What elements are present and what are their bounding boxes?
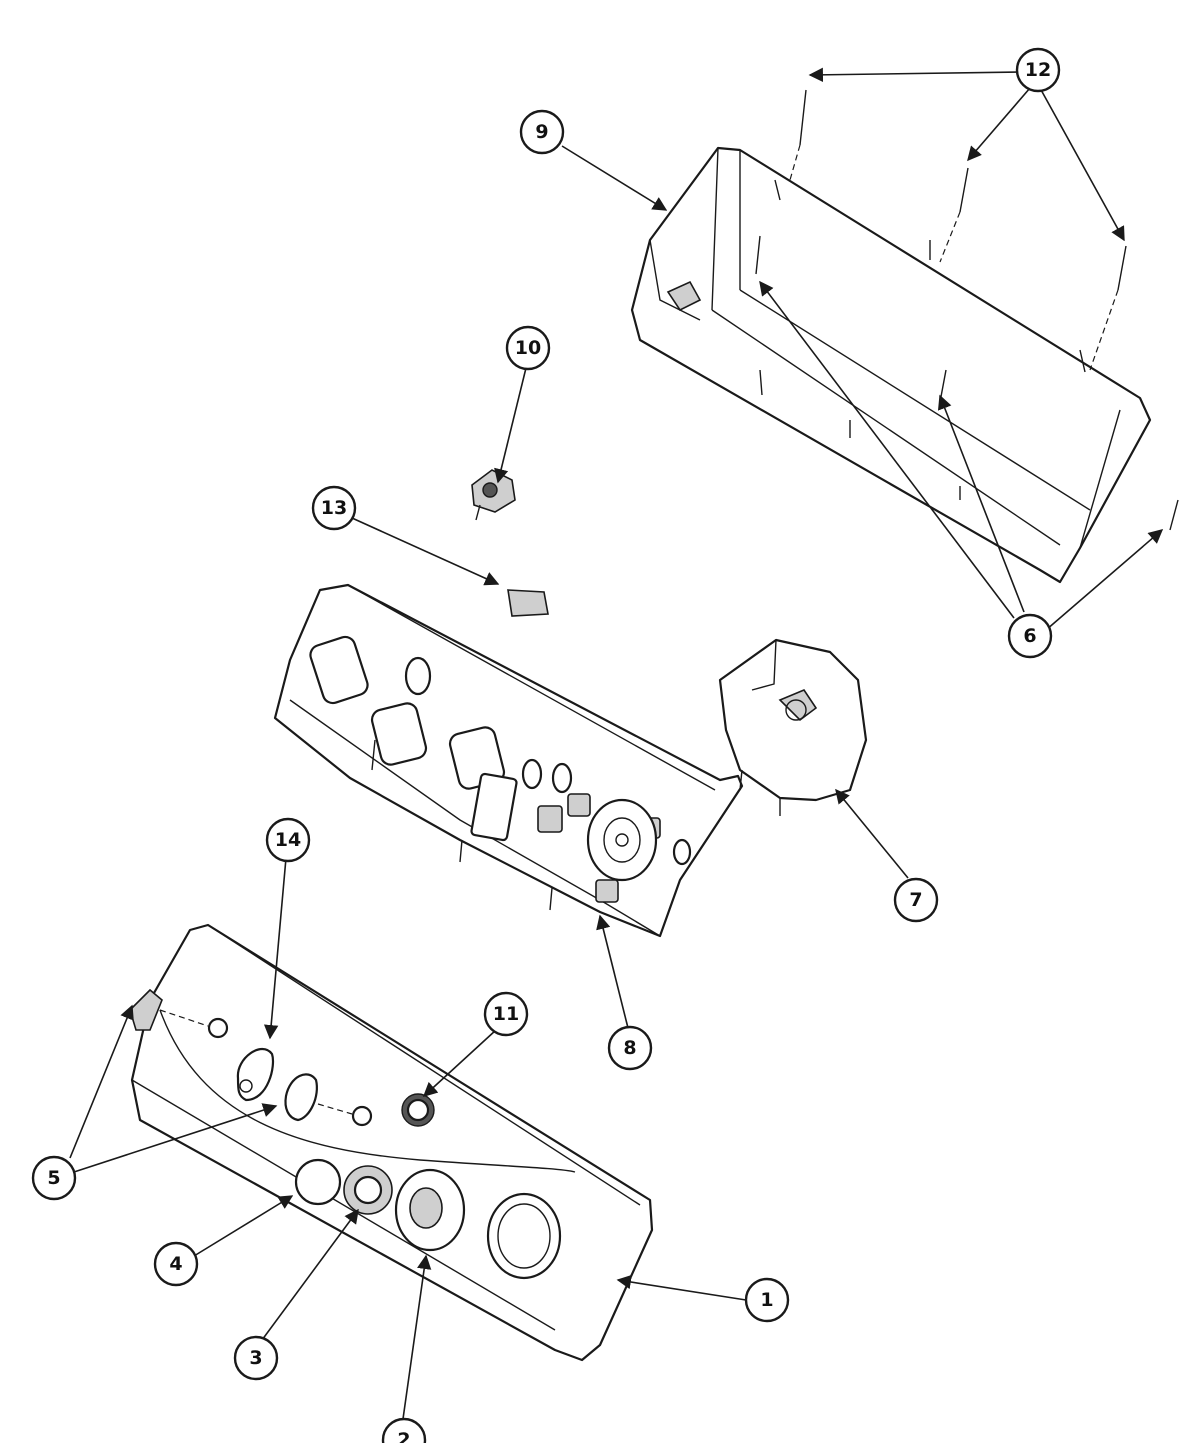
callout-8: 8 — [607, 1025, 653, 1071]
callout-3: 3 — [233, 1335, 279, 1381]
svg-text:1: 1 — [760, 1289, 773, 1311]
svg-text:8: 8 — [623, 1037, 636, 1059]
screws — [755, 89, 1179, 531]
rear-housing — [630, 146, 1152, 584]
svg-text:6: 6 — [1023, 625, 1036, 647]
callout-2: 2 — [381, 1417, 427, 1443]
callout-5: 5 — [31, 1155, 77, 1201]
callout-7: 7 — [893, 877, 939, 923]
harness-bracket — [718, 638, 868, 816]
svg-text:2: 2 — [397, 1429, 410, 1443]
svg-text:12: 12 — [1025, 59, 1051, 81]
svg-text:13: 13 — [321, 497, 347, 519]
callout-13: 13 — [311, 485, 357, 531]
callout-10: 10 — [505, 325, 551, 371]
svg-text:14: 14 — [275, 829, 301, 851]
svg-text:9: 9 — [535, 121, 548, 143]
callout-1: 1 — [744, 1277, 790, 1323]
svg-text:7: 7 — [909, 889, 922, 911]
switch-component — [471, 469, 516, 521]
console-panel — [129, 923, 654, 1362]
leader-lines — [69, 67, 1164, 1427]
svg-text:3: 3 — [249, 1347, 262, 1369]
svg-text:4: 4 — [169, 1253, 182, 1275]
clip-component — [507, 589, 549, 617]
svg-text:5: 5 — [47, 1167, 60, 1189]
callout-9: 9 — [519, 109, 565, 155]
callout-11: 11 — [483, 991, 529, 1037]
callout-4: 4 — [153, 1241, 199, 1287]
control-bracket — [273, 583, 744, 938]
callout-12: 12 — [1015, 47, 1061, 93]
svg-text:11: 11 — [493, 1003, 519, 1025]
svg-text:10: 10 — [515, 337, 541, 359]
callout-6: 6 — [1007, 613, 1053, 659]
callout-14: 14 — [265, 817, 311, 863]
